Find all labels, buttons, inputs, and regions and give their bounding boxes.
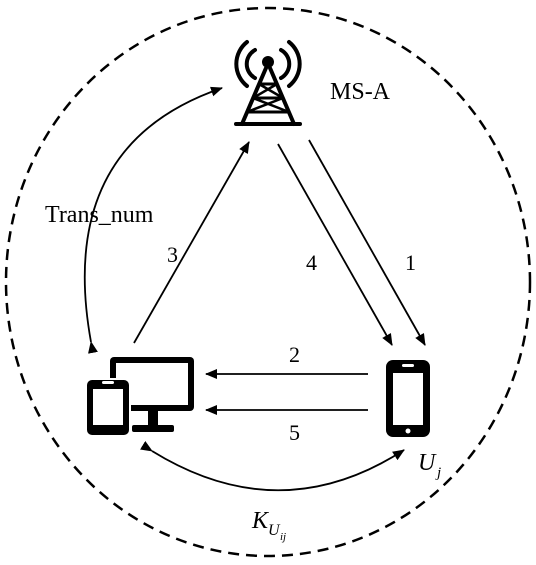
- key-label-sub1: U: [268, 522, 281, 539]
- key-label-sub2: ij: [280, 531, 286, 543]
- arrow-step-3: [133, 141, 250, 344]
- user-label-main: U: [418, 450, 437, 476]
- step-3-label: 3: [167, 242, 178, 267]
- user-label-sub: j: [435, 465, 441, 481]
- cell-tower-icon: [234, 40, 302, 126]
- step-5-label: 5: [289, 420, 300, 445]
- network-boundary-circle: [4, 6, 532, 558]
- step-4-label: 4: [306, 250, 317, 275]
- trans-num-label: Trans_num: [45, 202, 154, 228]
- key-curve: [140, 440, 405, 492]
- mobile-phone-icon: [386, 360, 430, 437]
- step-2-label: 2: [289, 342, 300, 367]
- arrow-step-1: [308, 139, 426, 346]
- user-label: U j: [418, 450, 441, 481]
- computer-and-phone-icon: [85, 357, 194, 437]
- key-label: K U ij: [251, 508, 286, 543]
- key-label-main: K: [251, 508, 270, 534]
- trans-num-curve: [83, 86, 223, 354]
- station-label: MS-A: [330, 79, 391, 105]
- arrow-step-4: [277, 143, 393, 346]
- step-1-label: 1: [405, 250, 416, 275]
